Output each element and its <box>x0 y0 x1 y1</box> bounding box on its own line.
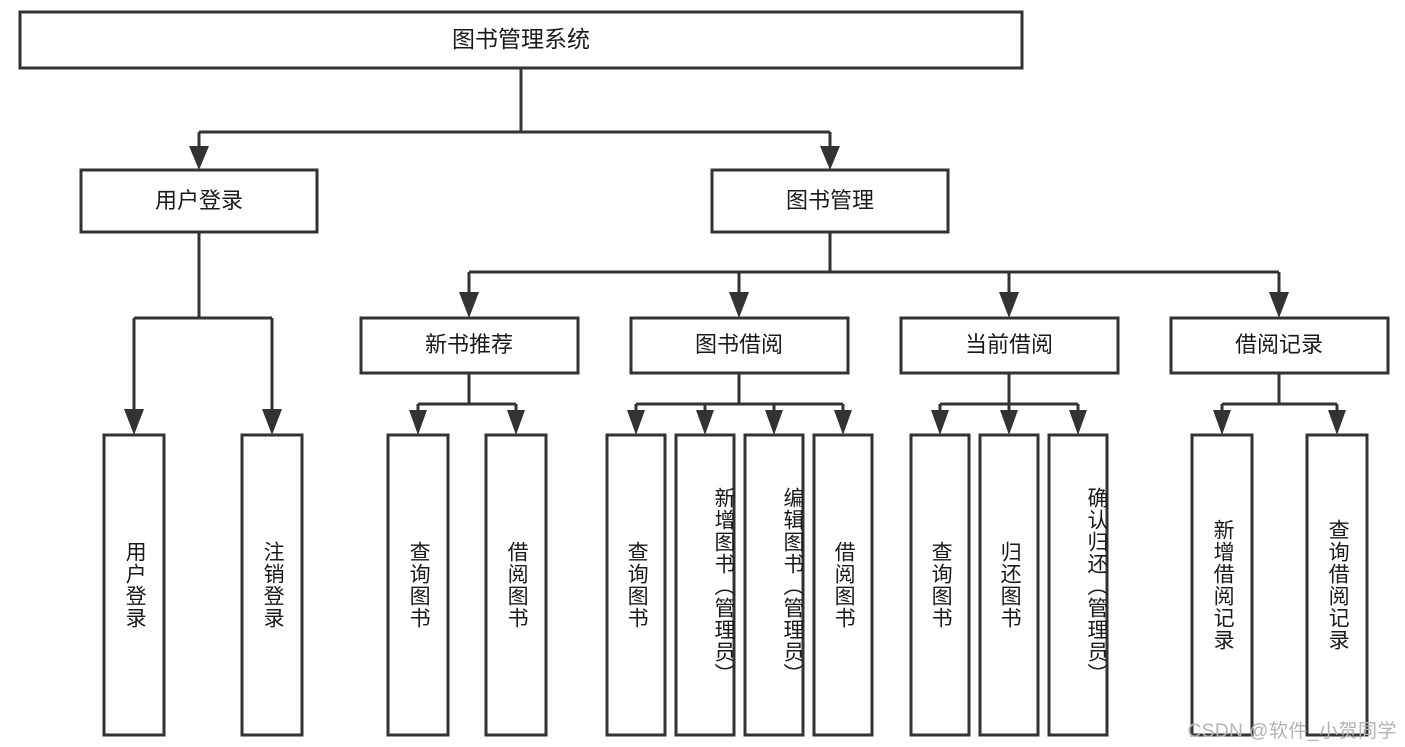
node-current-borrow-label: 当前借阅 <box>965 332 1053 357</box>
leaf-box-book-borrow-2[interactable] <box>674 433 736 737</box>
arrow-to-new-book <box>459 292 479 318</box>
node-book-management-label: 图书管理 <box>786 188 874 213</box>
arrow-new-book-leaf2 <box>507 410 525 435</box>
node-borrow-record-label: 借阅记录 <box>1235 332 1323 357</box>
arrow-book-borrow-leaf3 <box>765 410 783 435</box>
arrow-to-book-borrow <box>729 292 749 318</box>
leaf-box-user-login-2[interactable] <box>240 433 304 737</box>
leaf-box-borrow-record-1[interactable] <box>1190 433 1254 737</box>
node-borrow-record-box[interactable] <box>1169 316 1390 375</box>
arrow-current-borrow-leaf1 <box>931 410 949 435</box>
arrow-book-borrow-leaf4 <box>834 410 852 435</box>
arrow-to-current-borrow <box>999 292 1019 318</box>
node-book-management[interactable]: 图书管理 <box>710 168 950 234</box>
leaf-box-book-borrow-3[interactable] <box>743 433 805 737</box>
node-borrow-record[interactable]: 借阅记录 <box>1169 316 1390 375</box>
leaf-box-new-book-2[interactable] <box>484 433 548 737</box>
leaf-box-book-borrow-1[interactable] <box>605 433 667 737</box>
arrow-new-book-leaf1 <box>409 410 427 435</box>
arrow-borrow-record-leaf2 <box>1328 410 1346 435</box>
node-new-book-recommend-box[interactable] <box>359 316 580 375</box>
node-root-label: 图书管理系统 <box>452 26 590 52</box>
leaf-box-current-borrow-3[interactable] <box>1047 433 1109 737</box>
node-current-borrow[interactable]: 当前借阅 <box>899 316 1120 375</box>
leaf-box-new-book-1[interactable] <box>386 433 450 737</box>
arrow-user-login-leaf2 <box>262 409 282 435</box>
node-book-management-box[interactable] <box>710 168 950 234</box>
connector-group <box>124 68 1346 435</box>
arrow-to-user-login <box>189 146 209 170</box>
arrow-current-borrow-leaf2 <box>1000 410 1018 435</box>
node-book-borrow-box[interactable] <box>629 316 850 375</box>
node-current-borrow-box[interactable] <box>899 316 1120 375</box>
leaf-box-book-borrow-4[interactable] <box>812 433 874 737</box>
arrow-book-borrow-leaf2 <box>696 410 714 435</box>
node-user-login-label: 用户登录 <box>155 188 243 213</box>
leaf-box-current-borrow-2[interactable] <box>978 433 1040 737</box>
leaf-box-user-login-1[interactable] <box>102 433 166 737</box>
node-new-book-recommend-label: 新书推荐 <box>425 332 513 357</box>
arrow-user-login-leaf1 <box>124 409 144 435</box>
watermark-text: CSDN @软件_小贺同学 <box>1187 721 1397 742</box>
node-new-book-recommend[interactable]: 新书推荐 <box>359 316 580 375</box>
node-book-borrow-label: 图书借阅 <box>695 332 783 357</box>
arrow-to-book-mgmt <box>820 146 840 170</box>
node-root-box[interactable] <box>18 10 1024 70</box>
arrow-current-borrow-leaf3 <box>1069 410 1087 435</box>
node-book-borrow[interactable]: 图书借阅 <box>629 316 850 375</box>
node-user-login[interactable]: 用户登录 <box>79 168 319 234</box>
leaf-box-current-borrow-1[interactable] <box>909 433 971 737</box>
arrow-to-borrow-record <box>1269 292 1289 318</box>
node-root[interactable]: 图书管理系统 <box>18 10 1024 70</box>
arrow-borrow-record-leaf1 <box>1213 410 1231 435</box>
node-user-login-box[interactable] <box>79 168 319 234</box>
arrow-book-borrow-leaf1 <box>627 410 645 435</box>
leaf-box-borrow-record-2[interactable] <box>1305 433 1369 737</box>
